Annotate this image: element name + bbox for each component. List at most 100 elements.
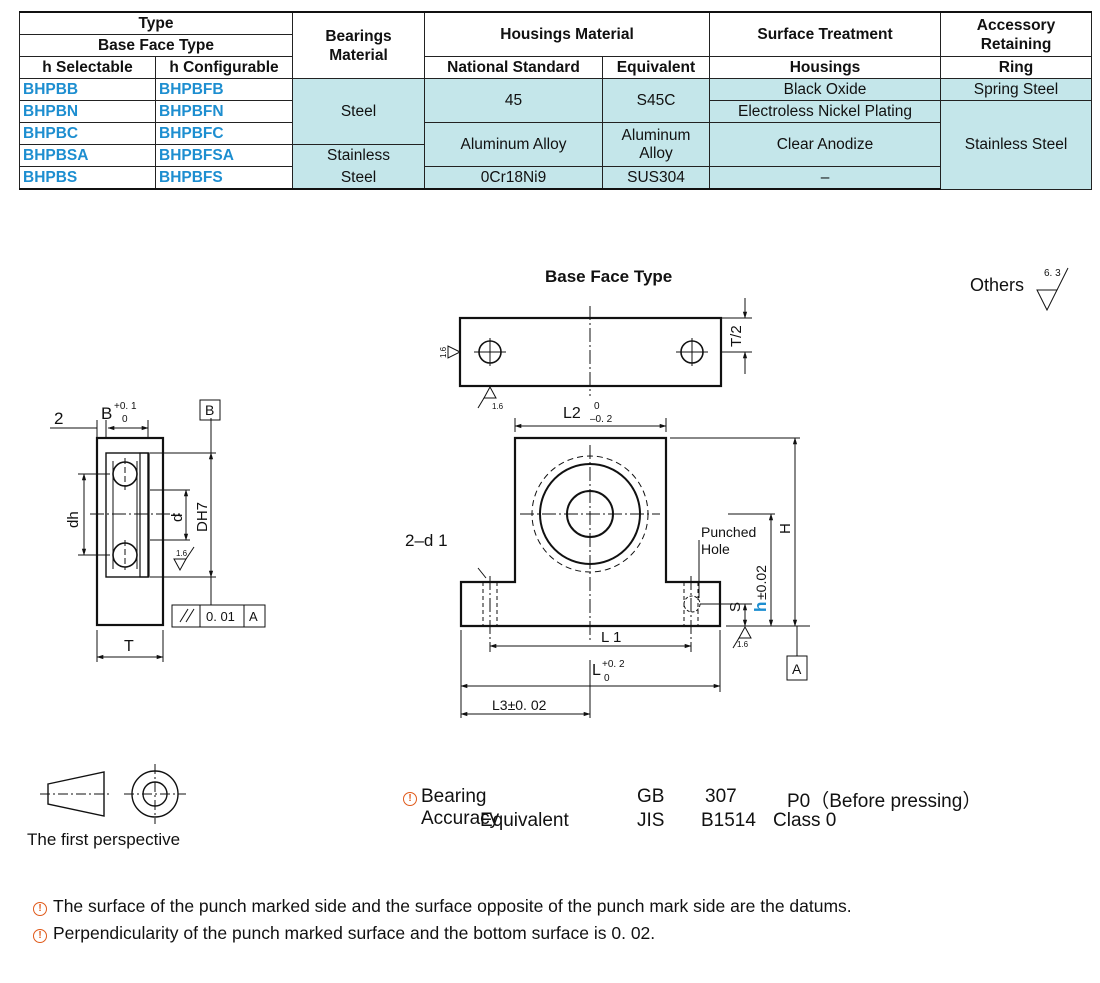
- dim-l-up: +0. 2: [602, 659, 625, 670]
- header-accessory-retaining: Accessory Retaining: [940, 11, 1092, 57]
- dim-2: 2: [54, 409, 63, 428]
- accuracy-equivalent: Equivalent: [480, 810, 569, 831]
- surface-dash: –: [709, 166, 941, 190]
- header-ring: Ring: [940, 56, 1092, 79]
- dim-t: T: [124, 638, 134, 655]
- part-configurable: BHPBFSA: [155, 144, 293, 167]
- datum-box-b: [199, 399, 221, 421]
- dim-l2: L2: [563, 405, 581, 422]
- datum-box-a: [786, 655, 808, 681]
- parallel-tol: 0. 01: [206, 609, 235, 624]
- accuracy-jis-num: B1514: [701, 810, 756, 831]
- dim-t2: T/2: [728, 325, 745, 347]
- part-configurable: BHPBFN: [155, 100, 293, 123]
- bore-outer: [539, 463, 641, 565]
- bearing-accuracy-block: ! Bearing Accuracy GB 307 P0（Before pres…: [403, 786, 981, 834]
- perspective-label: The first perspective: [27, 830, 181, 849]
- datum-b: B: [205, 402, 214, 418]
- side-view-outline: [95, 436, 165, 627]
- header-housings-material: Housings Material: [424, 11, 710, 57]
- others-roughness: 6. 3: [1044, 268, 1061, 279]
- dim-b-tol-up: +0. 1: [114, 401, 137, 412]
- ball-top: [112, 461, 138, 487]
- perspective-outer-circle: [131, 770, 179, 818]
- top-view-outline: [458, 316, 723, 388]
- header-h-selectable: h Selectable: [19, 56, 156, 79]
- header-surface-treatment: Surface Treatment: [709, 11, 941, 57]
- warning-circle-icon: !: [403, 792, 417, 806]
- drawing-title: Base Face Type: [545, 267, 672, 286]
- header-equivalent: Equivalent: [602, 56, 710, 79]
- accuracy-label: Bearing Accuracy: [421, 786, 500, 829]
- ring-spring-steel: Spring Steel: [940, 78, 1092, 101]
- header-national-standard: National Standard: [424, 56, 603, 79]
- part-selectable: BHPBN: [19, 100, 156, 123]
- datum-a: A: [792, 661, 802, 677]
- dim-h-small: h: [751, 602, 770, 612]
- equivalent-sus304: SUS304: [602, 166, 710, 190]
- national-0cr18ni9: 0Cr18Ni9: [424, 166, 603, 190]
- dim-l2-low: –0. 2: [590, 414, 613, 425]
- note-datums: !The surface of the punch marked side an…: [33, 896, 852, 917]
- part-selectable: BHPBB: [19, 78, 156, 101]
- punched-hole: [683, 595, 701, 613]
- parallelism-frame: [171, 604, 266, 628]
- bore-inner: [566, 490, 614, 538]
- dim-b: B: [101, 404, 112, 423]
- accuracy-jis-class: Class 0: [773, 810, 837, 831]
- parallel-datum: A: [249, 609, 258, 624]
- bearings-steel-2: Steel: [292, 166, 425, 190]
- ball-bottom: [112, 542, 138, 568]
- equivalent-s45c: S45C: [602, 78, 710, 123]
- part-configurable: BHPBFC: [155, 122, 293, 145]
- dim-l2-up: 0: [594, 401, 600, 412]
- top-view-hole-right: [680, 340, 704, 364]
- part-configurable: BHPBFB: [155, 78, 293, 101]
- dim-d: d: [169, 514, 186, 522]
- warning-circle-icon: !: [33, 929, 47, 943]
- roughness-front: 1.6: [737, 640, 749, 649]
- surface-nickel-plating: Electroless Nickel Plating: [709, 100, 941, 123]
- part-selectable: BHPBC: [19, 122, 156, 145]
- national-45: 45: [424, 78, 603, 123]
- part-configurable: BHPBFS: [155, 166, 293, 190]
- roughness-side: 1.6: [176, 549, 188, 558]
- perspective-inner-circle: [142, 781, 168, 807]
- header-h-configurable: h Configurable: [155, 56, 293, 79]
- dim-h-tol: ±0.02: [753, 565, 769, 600]
- part-selectable: BHPBSA: [19, 144, 156, 167]
- header-housings: Housings: [709, 56, 941, 79]
- dim-b-tol-low: 0: [122, 414, 128, 425]
- surface-black-oxide: Black Oxide: [709, 78, 941, 101]
- spec-table: Type Bearings Material Housings Material…: [19, 11, 1092, 190]
- roughness-top-left: 1.6: [439, 346, 448, 358]
- note-perpendicularity: !Perpendicularity of the punch marked su…: [33, 923, 655, 944]
- dim-l1: L 1: [601, 629, 621, 646]
- punched-label-2: Hole: [701, 541, 730, 557]
- warning-circle-icon: !: [33, 902, 47, 916]
- dim-s: S: [727, 602, 744, 612]
- dim-l: L: [592, 662, 601, 679]
- punched-label-1: Punched: [701, 524, 756, 540]
- top-view-hole-left: [478, 340, 502, 364]
- header-bearings-material: Bearings Material: [292, 11, 425, 79]
- surface-clear-anodize: Clear Anodize: [709, 122, 941, 167]
- accuracy-gb-num: 307: [705, 786, 737, 807]
- dim-l-low: 0: [604, 673, 610, 684]
- dim-dh7: DH7: [194, 502, 211, 532]
- dim-dh: dh: [65, 511, 82, 528]
- front-view-outline: [459, 436, 722, 628]
- ring-stainless-steel: Stainless Steel: [940, 100, 1092, 190]
- dim-h-big: H: [777, 523, 794, 534]
- dim-2d1: 2–d 1: [405, 531, 448, 550]
- national-aluminum: Aluminum Alloy: [424, 122, 603, 167]
- header-type: Type: [19, 11, 293, 35]
- accuracy-gb-class: P0（Before pressing）: [787, 791, 982, 812]
- accuracy-gb: GB: [637, 786, 665, 807]
- bearings-steel: Steel: [292, 78, 425, 145]
- perspective-cone: [47, 771, 105, 817]
- roughness-top-bottom: 1.6: [492, 402, 504, 411]
- equivalent-aluminum: Aluminum Alloy: [602, 122, 710, 167]
- others-label: Others: [970, 275, 1024, 295]
- bore-outer-dashed: [531, 455, 649, 573]
